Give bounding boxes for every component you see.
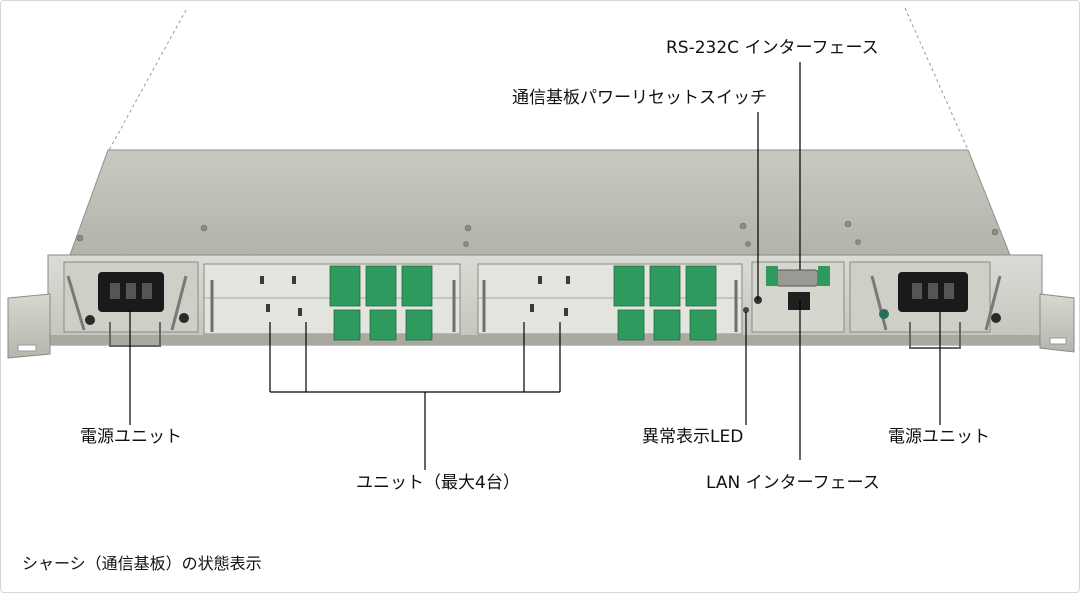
rack-ear-left xyxy=(7,293,51,359)
error-led xyxy=(743,307,749,313)
label-power-unit-left: 電源ユニット xyxy=(80,427,182,447)
chassis-top xyxy=(69,149,1011,256)
power-unit-left xyxy=(63,261,199,347)
label-units: ユニット（最大4台） xyxy=(356,473,520,493)
label-lan-interface: LAN インターフェース xyxy=(706,473,880,493)
perspective-line-left xyxy=(107,9,187,153)
label-reset-switch: 通信基板パワーリセットスイッチ xyxy=(512,88,767,108)
label-rs232c-interface: RS-232C インターフェース xyxy=(666,38,879,58)
perspective-line-right xyxy=(904,7,969,151)
rs232c-connector xyxy=(775,269,819,287)
communication-board xyxy=(743,261,845,333)
label-error-led: 異常表示LED xyxy=(642,427,744,447)
label-power-unit-right: 電源ユニット xyxy=(888,427,990,447)
figure-caption: シャーシ（通信基板）の状態表示 xyxy=(22,554,262,573)
fiber-connectors-left xyxy=(329,265,433,341)
lan-port xyxy=(788,292,810,310)
power-unit-right xyxy=(849,261,1002,349)
leader-lines xyxy=(129,62,941,470)
fiber-connectors-right xyxy=(613,265,717,341)
